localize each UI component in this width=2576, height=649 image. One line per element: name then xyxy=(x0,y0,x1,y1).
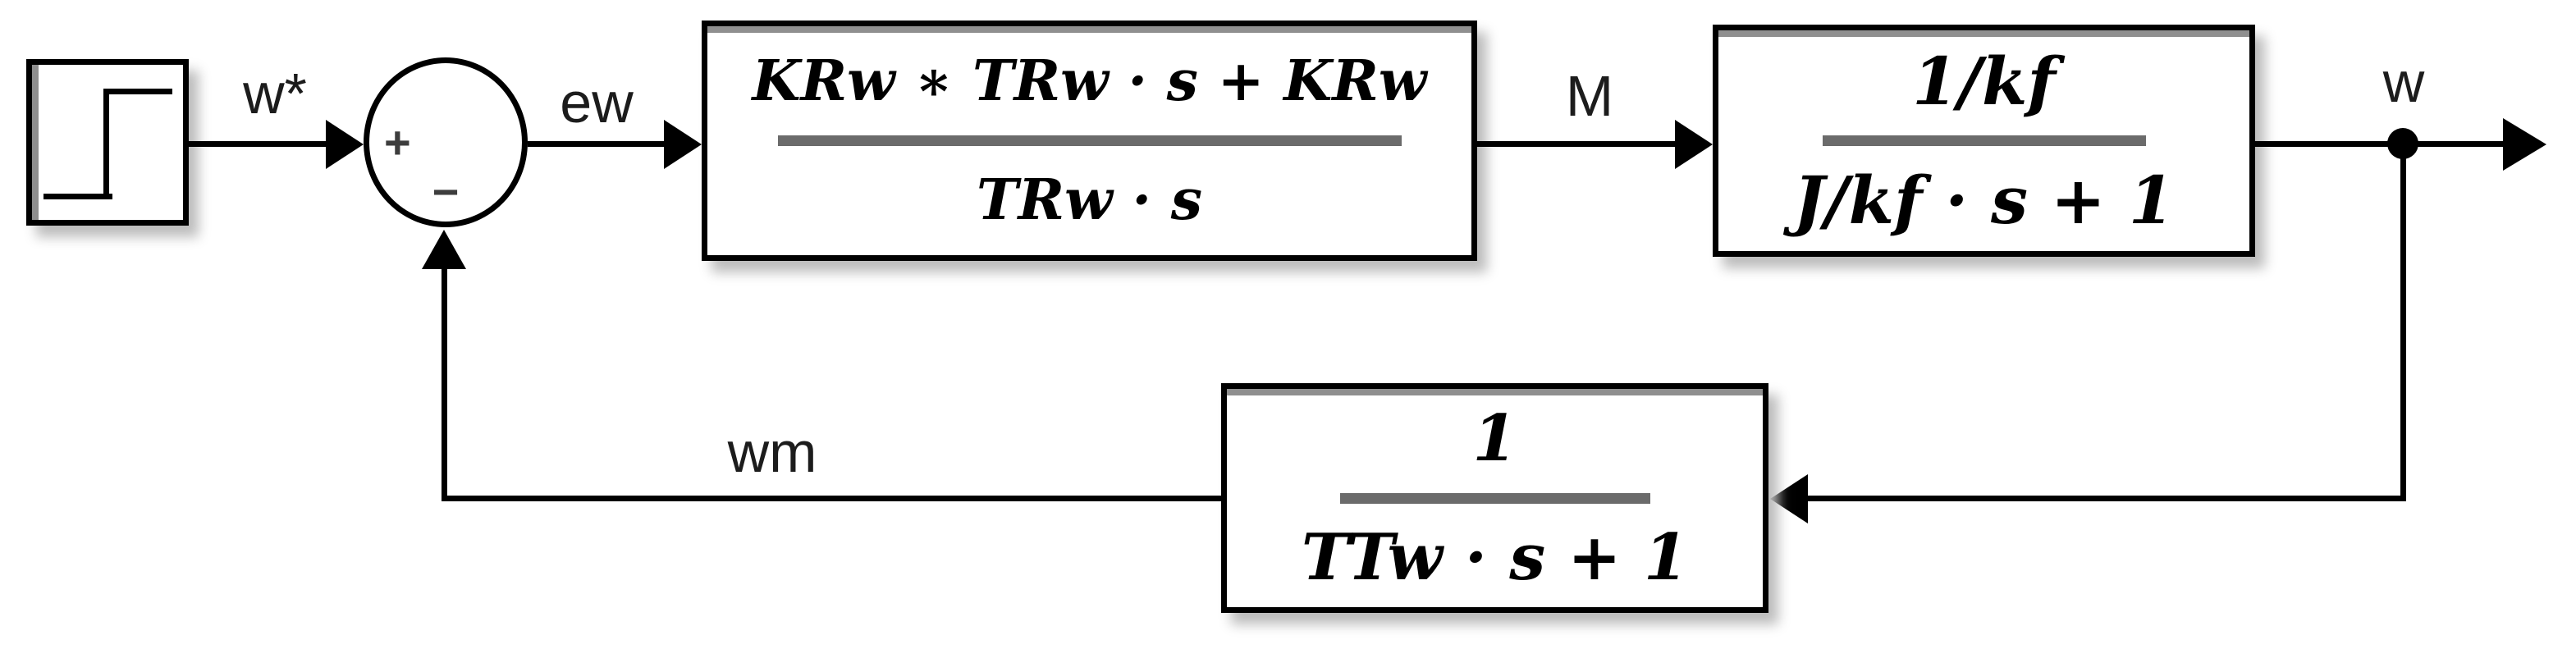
wire-feedback-drop[interactable] xyxy=(2400,144,2406,501)
step-source-block[interactable] xyxy=(26,59,189,226)
step-signal-icon xyxy=(32,65,183,220)
controller-denominator: TRw · s xyxy=(977,167,1202,233)
fraction-bar xyxy=(1339,492,1650,504)
wire-measured-speed[interactable] xyxy=(442,496,1223,501)
arrowhead-icon xyxy=(664,120,702,169)
arrowhead-icon xyxy=(326,120,364,169)
signal-label-measured[interactable]: wm xyxy=(727,420,817,484)
plant-fraction: 1/kf J/kf · s + 1 xyxy=(1718,32,2249,249)
sum-junction[interactable]: + − xyxy=(364,57,528,227)
step-icon-rise-segment xyxy=(103,89,109,199)
feedback-denominator: TTw · s + 1 xyxy=(1301,519,1689,595)
arrowhead-icon xyxy=(1675,120,1713,169)
wire-feedback-right[interactable] xyxy=(1808,496,2406,501)
wire-speed-output[interactable] xyxy=(2255,141,2505,147)
controller-fraction: KRw ∗ TRw · s + KRw TRw · s xyxy=(707,32,1471,249)
step-icon-high-segment xyxy=(103,89,172,94)
plant-denominator: J/kf · s + 1 xyxy=(1793,162,2175,239)
arrowhead-icon xyxy=(422,230,466,269)
wire-reference[interactable] xyxy=(189,141,326,147)
feedback-filter-block[interactable]: 1 TTw · s + 1 xyxy=(1221,383,1768,613)
wire-torque[interactable] xyxy=(1477,141,1675,147)
controller-numerator: KRw ∗ TRw · s + KRw xyxy=(752,48,1427,114)
feedback-numerator: 1 xyxy=(1472,400,1517,476)
controller-transfer-fcn-block[interactable]: KRw ∗ TRw · s + KRw TRw · s xyxy=(702,21,1477,261)
sum-minus-sign: − xyxy=(432,166,460,217)
sum-plus-sign: + xyxy=(384,116,411,168)
fraction-bar xyxy=(1822,135,2146,146)
fraction-bar xyxy=(777,135,1402,146)
signal-label-reference[interactable]: w* xyxy=(243,62,307,126)
output-arrowhead-icon xyxy=(2503,118,2546,171)
wire-feedback-riser[interactable] xyxy=(442,269,447,501)
signal-label-speed[interactable]: w xyxy=(2382,50,2425,114)
step-icon-low-segment xyxy=(43,194,112,199)
signal-label-error[interactable]: ew xyxy=(560,71,634,135)
signal-label-torque[interactable]: M xyxy=(1565,64,1614,128)
feedback-fraction: 1 TTw · s + 1 xyxy=(1227,390,1763,607)
plant-numerator: 1/kf xyxy=(1912,43,2056,120)
arrowhead-icon xyxy=(1770,474,1808,523)
plant-transfer-fcn-block[interactable]: 1/kf J/kf · s + 1 xyxy=(1713,25,2255,257)
wire-error[interactable] xyxy=(528,141,664,147)
